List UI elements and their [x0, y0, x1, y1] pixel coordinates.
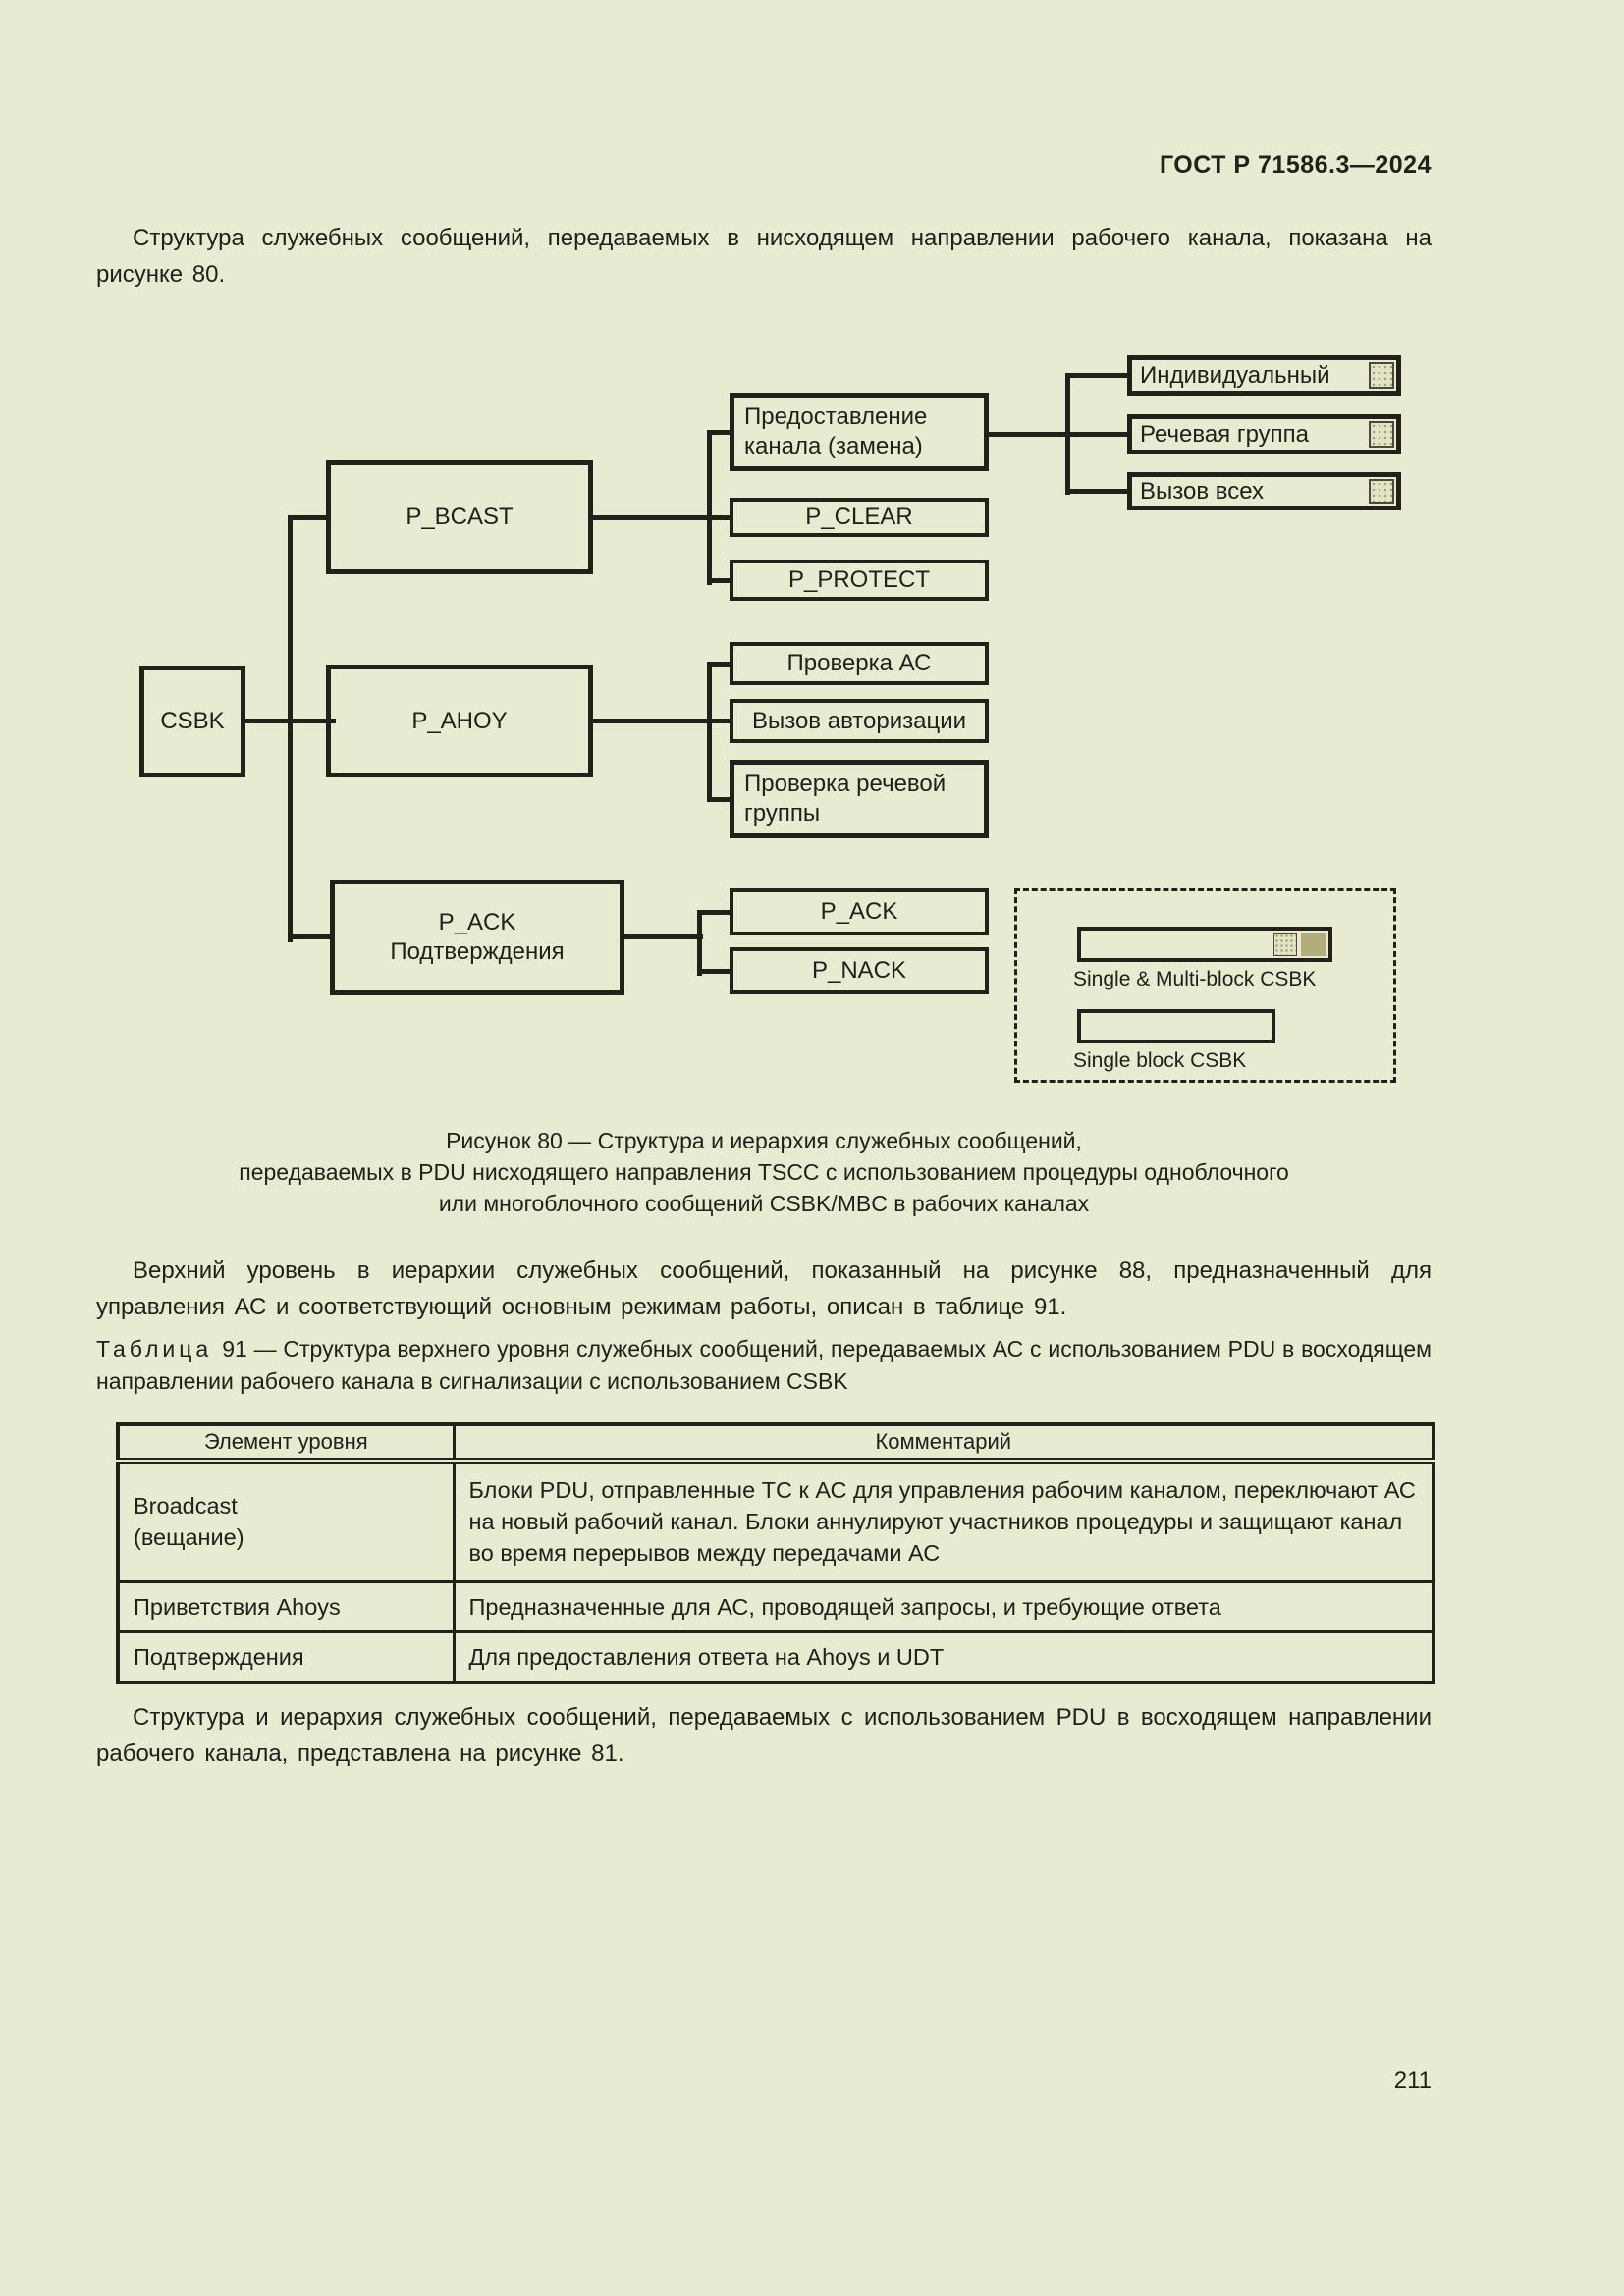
connector-line — [707, 797, 731, 802]
connector-line — [1065, 489, 1129, 494]
block-pattern-icon — [1369, 362, 1394, 389]
element-note: (вещание) — [134, 1524, 244, 1551]
table-caption-text: 91 — Структура верхнего уровня служебных… — [96, 1336, 1432, 1394]
node-check-ms: Проверка АС — [730, 642, 989, 685]
connector-line — [624, 934, 703, 939]
connector-line — [697, 969, 731, 974]
node-label: P_NACK — [811, 957, 907, 984]
table-caption-word: Таблица — [96, 1336, 213, 1362]
node-p-clear: P_CLEAR — [730, 498, 989, 537]
column-header-element: Элемент уровня — [116, 1422, 456, 1464]
node-p-protect: P_PROTECT — [730, 560, 989, 601]
element-cell: Приветствия Ahoys — [116, 1579, 456, 1633]
node-p-ahoy: P_AHOY — [326, 665, 593, 777]
connector-line — [288, 934, 335, 939]
node-label: Проверка речевой — [744, 771, 947, 797]
node-label: P_BCAST — [406, 504, 514, 530]
figure-caption-line: Рисунок 80 — Структура и иерархия служеб… — [446, 1128, 1082, 1153]
page-number: 211 — [1393, 2067, 1432, 2094]
table-row: Подтверждения Для предоставления ответа … — [116, 1629, 1435, 1683]
column-header-comment: Комментарий — [452, 1422, 1435, 1464]
single-block-csbk-shape — [1077, 1009, 1275, 1043]
connector-line — [707, 578, 731, 583]
node-label: канала (замена) — [744, 433, 923, 459]
node-p-ack-group: P_ACK Подтверждения — [330, 880, 624, 995]
connector-line — [288, 515, 331, 520]
table-row: Приветствия Ahoys Предназначенные для АС… — [116, 1579, 1435, 1633]
node-label: P_ACK — [820, 898, 898, 925]
connector-line — [1065, 432, 1129, 437]
node-label: Индивидуальный — [1140, 361, 1330, 389]
element-cell: Broadcast (вещание) — [116, 1459, 456, 1583]
table-header-row: Элемент уровня Комментарий — [116, 1422, 1435, 1464]
connector-bracket-line — [707, 430, 712, 585]
node-p-nack: P_NACK — [730, 947, 989, 994]
table-row: Broadcast (вещание) Блоки PDU, отправлен… — [116, 1459, 1435, 1583]
connector-line — [707, 430, 731, 435]
node-label: P_CLEAR — [805, 504, 913, 530]
node-label: CSBK — [160, 708, 225, 734]
node-label: группы — [744, 800, 821, 827]
closing-paragraph: Структура и иерархия служебных сообщений… — [96, 1704, 1432, 1767]
connector-line — [989, 432, 1070, 437]
node-label: Проверка АС — [786, 650, 932, 676]
connector-line — [593, 719, 731, 723]
node-p-bcast: P_BCAST — [326, 460, 593, 574]
node-label: P_PROTECT — [787, 566, 931, 593]
node-individual-call: Индивидуальный — [1127, 355, 1401, 396]
csbk-legend-box: Single & Multi-block CSBK Single block C… — [1014, 888, 1396, 1083]
legend-label-multi: Single & Multi-block CSBK — [1073, 968, 1317, 990]
node-channel-grant: Предоставление канала (замена) — [730, 393, 989, 471]
doc-code: ГОСТ Р 71586.3—2024 — [1159, 151, 1432, 179]
element-name: Broadcast — [134, 1493, 238, 1520]
table-91: Элемент уровня Комментарий Broadcast (ве… — [116, 1422, 1435, 1684]
comment-cell: Блоки PDU, отправленные ТС к АС для упра… — [452, 1459, 1435, 1583]
node-label: Вызов всех — [1140, 477, 1265, 505]
upper-level-paragraph: Верхний уровень в иерархии служебных соо… — [96, 1257, 1432, 1320]
node-label: Подтверждения — [390, 938, 565, 965]
block-pattern-icon — [1369, 479, 1394, 504]
node-p-ack: P_ACK — [730, 888, 989, 935]
node-label: Вызов авторизации — [751, 707, 967, 734]
block-pattern-icon — [1369, 421, 1394, 448]
node-label: P_ACK — [438, 909, 516, 935]
connector-line — [1065, 373, 1129, 378]
connector-bracket-line — [697, 910, 702, 976]
node-all-call: Вызов всех — [1127, 472, 1401, 510]
connector-bracket-line — [707, 662, 712, 802]
connector-line — [707, 662, 731, 667]
element-cell: Подтверждения — [116, 1629, 456, 1683]
figure-80-diagram: CSBK P_BCAST P_AHOY P_ACK Подтверждения … — [139, 355, 1401, 1083]
comment-cell: Для предоставления ответа на Ahoys и UDT — [452, 1629, 1435, 1683]
block-pattern-icon — [1273, 933, 1297, 956]
figure-caption-line: передаваемых в PDU нисходящего направлен… — [239, 1159, 1289, 1185]
node-talkgroup-call: Речевая группа — [1127, 414, 1401, 454]
node-label: P_AHOY — [411, 707, 508, 734]
node-label: Речевая группа — [1140, 420, 1310, 448]
figure-caption: Рисунок 80 — Структура и иерархия служеб… — [96, 1125, 1432, 1219]
block-solid-icon — [1301, 933, 1326, 956]
node-auth-call: Вызов авторизации — [730, 699, 989, 743]
intro-paragraph: Структура служебных сообщений, передавае… — [96, 225, 1432, 288]
connector-trunk-line — [288, 515, 293, 942]
multi-block-csbk-shape — [1077, 927, 1332, 962]
comment-cell: Предназначенные для АС, проводящей запро… — [452, 1579, 1435, 1633]
node-check-talkgroup: Проверка речевой группы — [730, 760, 989, 838]
figure-caption-line: или многоблочного сообщений CSBK/MBC в р… — [438, 1191, 1090, 1216]
node-label: Предоставление — [744, 403, 928, 430]
legend-label-single: Single block CSBK — [1073, 1049, 1247, 1072]
connector-line — [593, 515, 731, 520]
node-csbk: CSBK — [139, 666, 245, 777]
connector-line — [697, 910, 731, 915]
